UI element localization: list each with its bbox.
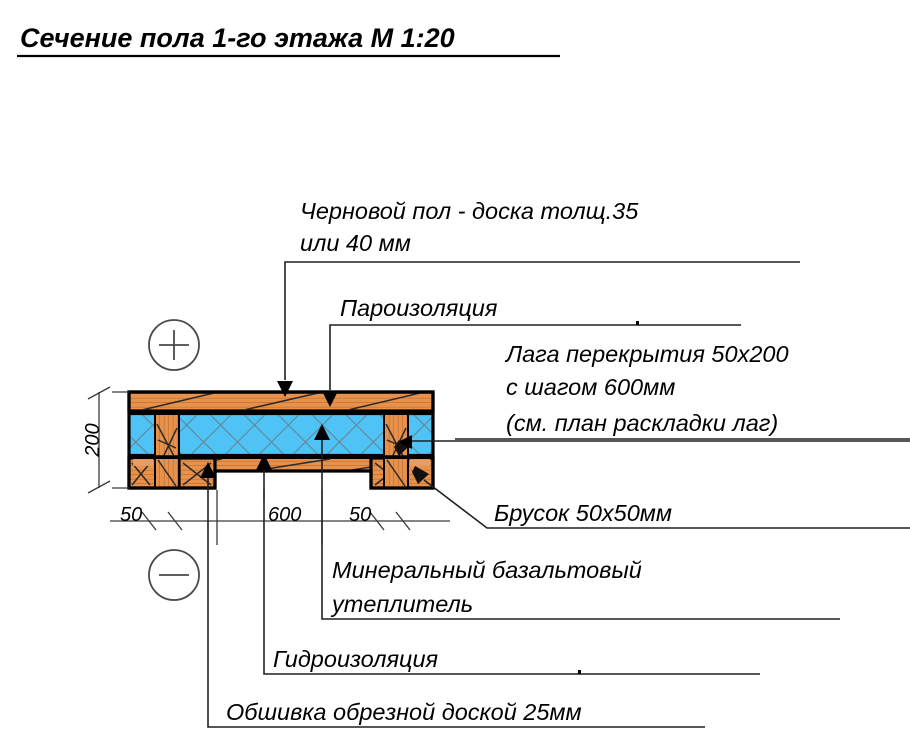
label-subfloor: Черновой пол - доска толщ.35 или 40 мм <box>300 198 639 256</box>
leader-mineral-insulation <box>314 424 840 620</box>
label-waterproofing: Гидроизоляция <box>273 646 439 672</box>
leader-subfloor <box>277 261 800 397</box>
zoom-out-button[interactable] <box>148 549 200 601</box>
label-floor-joist-line2: с шагом 600мм <box>506 374 675 400</box>
label-floor-joist-line1: Лага перекрытия 50х200 <box>504 341 789 367</box>
label-floor-joist-line3: (см. план раскладки лаг) <box>506 410 778 436</box>
leader-waterproofing <box>256 454 760 675</box>
leader-dot-vapor <box>636 321 639 325</box>
leader-dot-waterproof <box>578 670 581 674</box>
label-vapor-barrier: Пароизоляция <box>340 295 498 321</box>
section-assembly <box>127 390 435 490</box>
dimension-200-text: 200 <box>82 423 104 457</box>
label-vapor-barrier-line1: Пароизоляция <box>340 295 498 321</box>
leader-vapor-barrier <box>322 324 741 407</box>
dimension-horizontal-chain: 50 600 50 <box>110 490 450 545</box>
leader-floor-joist <box>398 435 910 449</box>
page-title: Сечение пола 1-го этажа М 1:20 <box>20 23 455 53</box>
label-floor-joist: Лага перекрытия 50х200 с шагом 600мм (см… <box>504 341 789 436</box>
label-batten: Брусок 50х50мм <box>494 500 672 526</box>
dimension-50-left: 50 <box>120 504 142 526</box>
dimension-50-right: 50 <box>349 504 371 526</box>
label-mineral-insulation-line2: утеплитель <box>330 591 473 617</box>
label-batten-line1: Брусок 50х50мм <box>494 500 672 526</box>
label-waterproofing-line1: Гидроизоляция <box>273 646 439 672</box>
leader-batten <box>423 479 910 529</box>
dimension-600: 600 <box>268 504 301 526</box>
label-board-sheathing-line1: Обшивка обрезной доской 25мм <box>226 699 582 725</box>
dimension-vertical-200: 200 <box>82 386 129 494</box>
subfloor-board-layer <box>127 390 435 413</box>
zoom-in-button[interactable] <box>148 319 200 371</box>
label-board-sheathing: Обшивка обрезной доской 25мм <box>226 699 582 725</box>
label-subfloor-line2: или 40 мм <box>300 230 411 256</box>
label-mineral-insulation-line1: Минеральный базальтовый <box>332 557 642 583</box>
label-subfloor-line1: Черновой пол - доска толщ.35 <box>300 198 639 224</box>
leader-board-sheathing <box>200 462 705 728</box>
label-mineral-insulation: Минеральный базальтовый утеплитель <box>330 557 642 617</box>
